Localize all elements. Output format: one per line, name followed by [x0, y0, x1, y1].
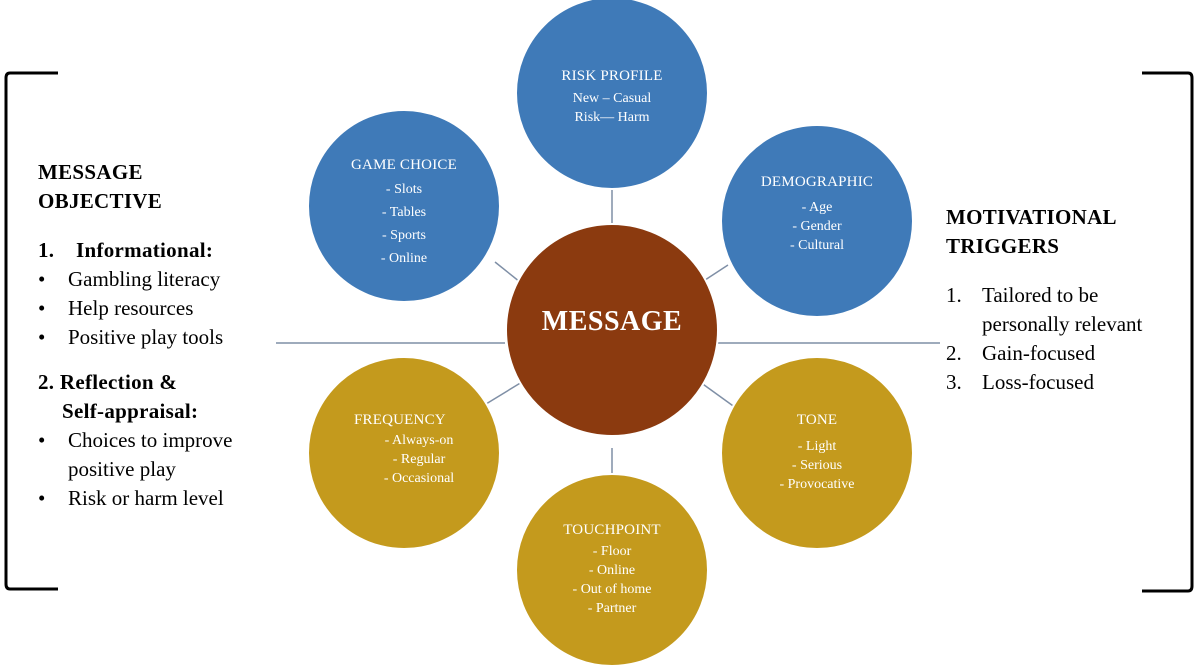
node-frequency-item: - Regular [392, 452, 446, 467]
list-item-text: Gambling literacy [68, 267, 221, 291]
message-objective-panel: MESSAGE OBJECTIVE 1. Informational: • Gam… [38, 158, 278, 513]
node-game-choice: GAME CHOICE - Slots - Tables - Sports - … [314, 157, 494, 270]
motivational-triggers-list: 1. Tailored to be personally relevant 2.… [946, 281, 1186, 397]
center-message-label: MESSAGE [541, 306, 683, 337]
center-message-circle [505, 223, 719, 437]
node-game-choice-circle [307, 109, 501, 303]
list-item: • Choices to improve [38, 426, 278, 455]
node-demographic-circle [720, 124, 914, 318]
list-item: 3. Loss-focused [946, 368, 1186, 397]
bullet-icon: • [38, 267, 46, 291]
node-game-choice-item: - Online [380, 251, 428, 266]
node-demographic-title: DEMOGRAPHIC [760, 174, 874, 190]
connector-game-choice [494, 261, 521, 283]
node-game-choice-title: GAME CHOICE [351, 157, 457, 173]
node-touchpoint-circle [515, 473, 709, 667]
node-frequency-item: - Always-on [384, 433, 454, 448]
bullet-icon: • [38, 325, 46, 349]
motivational-triggers-heading-line2: TRIGGERS [946, 234, 1060, 258]
right-bracket [1142, 71, 1194, 593]
list-item-text: positive play [68, 457, 176, 481]
node-touchpoint-item: - Out of home [572, 582, 652, 597]
list-item-text: Tailored to be [982, 283, 1099, 307]
node-game-choice-item: - Sports [382, 228, 426, 243]
reflection-list: • Choices to improve positive play • Risk … [38, 426, 278, 513]
message-objective-heading-line1: MESSAGE [38, 160, 143, 184]
node-demographic-item: - Cultural [789, 238, 845, 253]
reflection-heading-line2: Self-appraisal: [62, 399, 199, 423]
node-tone-item: - Serious [791, 458, 843, 473]
node-touchpoint-item: - Partner [587, 601, 637, 616]
connector-tone [699, 381, 737, 409]
list-item-continuation: personally relevant [946, 310, 1186, 339]
bullet-icon: • [38, 428, 46, 452]
list-item: • Gambling literacy [38, 265, 278, 294]
bullet-icon: • [38, 296, 46, 320]
list-item-text: Choices to improve [68, 428, 233, 452]
message-objective-heading-line2: OBJECTIVE [38, 189, 163, 213]
informational-number: 1. [38, 238, 55, 262]
connector-demographic [701, 264, 729, 283]
node-touchpoint: TOUCHPOINT - Floor - Online - Out of hom… [522, 522, 702, 618]
node-tone: TONE - Light - Serious - Provocative [727, 412, 907, 494]
node-demographic-item: - Gender [792, 219, 842, 234]
motivational-triggers-panel: MOTIVATIONAL TRIGGERS 1. Tailored to be … [946, 203, 1186, 397]
informational-list: • Gambling literacy • Help resources • Posi… [38, 265, 278, 352]
node-risk-profile-title: RISK PROFILE [561, 68, 663, 84]
list-item-continuation: positive play [38, 455, 278, 484]
list-item-number: 3. [946, 370, 962, 394]
node-game-choice-item: - Tables [381, 205, 427, 220]
list-item-text: Help resources [68, 296, 194, 320]
node-touchpoint-item: - Online [588, 563, 636, 578]
reflection-heading-line1: 2. Reflection & [38, 370, 178, 394]
connector-frequency [485, 381, 523, 405]
node-frequency-item: - Occasional [383, 471, 455, 486]
node-frequency: FREQUENCY - Always-on - Regular - Occasi… [314, 412, 494, 488]
motivational-triggers-heading-line1: MOTIVATIONAL [946, 205, 1117, 229]
list-item: • Help resources [38, 294, 278, 323]
node-demographic-item: - Age [801, 200, 833, 215]
list-item-text: Gain-focused [982, 341, 1096, 365]
node-tone-item: - Provocative [779, 477, 855, 492]
informational-title: Informational: [76, 238, 214, 262]
list-item-text: Loss-focused [982, 370, 1094, 394]
node-frequency-circle [307, 356, 501, 550]
node-tone-title: TONE [796, 412, 838, 428]
informational-heading: 1. Informational: [38, 236, 278, 265]
node-game-choice-item: - Slots [385, 182, 423, 197]
list-item: 1. Tailored to be [946, 281, 1186, 310]
list-item: • Positive play tools [38, 323, 278, 352]
list-item-number: 1. [946, 283, 962, 307]
list-item: 2. Gain-focused [946, 339, 1186, 368]
list-item: • Risk or harm level [38, 484, 278, 513]
connectors [276, 188, 940, 500]
node-risk-profile-circle [515, 0, 709, 190]
node-touchpoint-title: TOUCHPOINT [563, 522, 661, 538]
list-item-text: personally relevant [982, 312, 1143, 336]
list-item-text: Risk or harm level [68, 486, 224, 510]
node-tone-circle [720, 356, 914, 550]
node-risk-profile: RISK PROFILE New – Casual Risk— Harm [522, 68, 702, 127]
list-item-number: 2. [946, 341, 962, 365]
node-frequency-title: FREQUENCY [354, 412, 446, 428]
node-risk-profile-item: New – Casual [572, 91, 652, 106]
bullet-icon: • [38, 486, 46, 510]
left-bracket [4, 71, 58, 591]
node-demographic: DEMOGRAPHIC - Age - Gender - Cultural [727, 174, 907, 255]
node-tone-item: - Light [797, 439, 837, 454]
list-item-text: Positive play tools [68, 325, 224, 349]
node-risk-profile-item: Risk— Harm [574, 110, 650, 125]
node-touchpoint-item: - Floor [592, 544, 632, 559]
